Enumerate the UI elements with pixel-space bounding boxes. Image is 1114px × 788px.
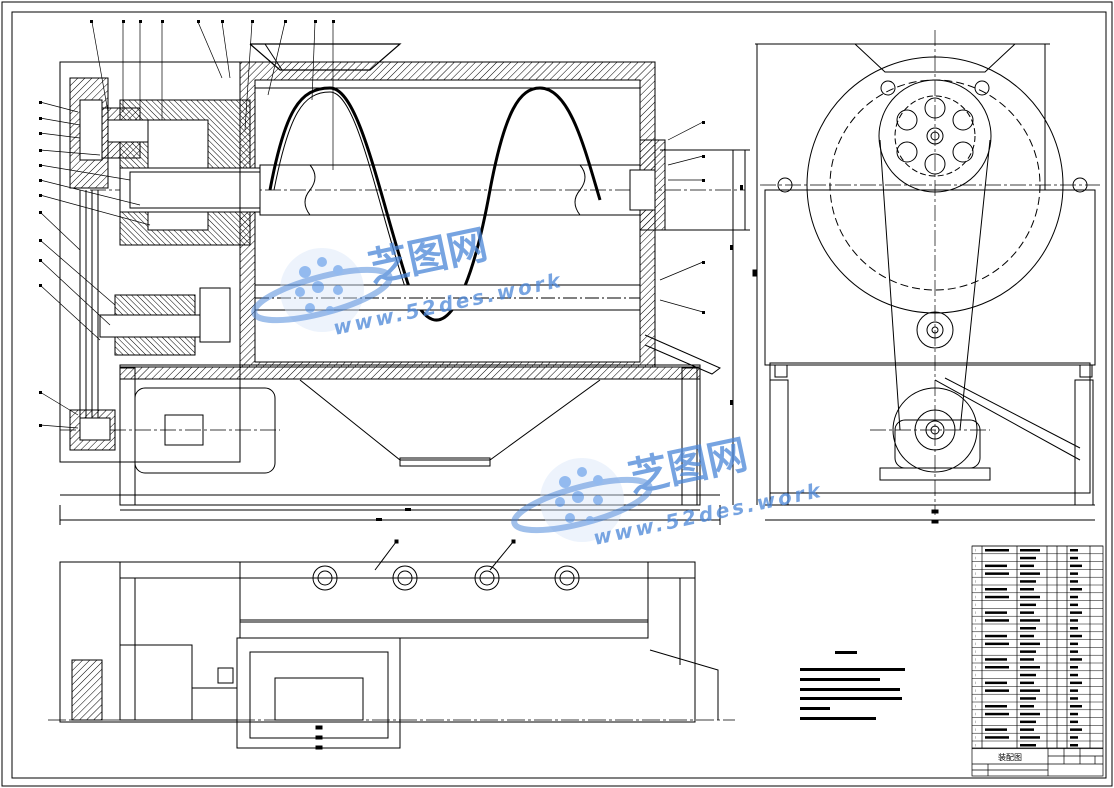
parts-cell-mark	[985, 658, 1007, 661]
parts-list-table	[971, 545, 1104, 777]
parts-cell-mark	[985, 712, 1009, 716]
parts-cell-mark	[1070, 595, 1078, 599]
parts-cell-mark	[985, 595, 1009, 599]
top-view	[48, 539, 735, 750]
parts-cell-mark	[985, 705, 1007, 708]
parts-cell-mark	[1020, 627, 1036, 630]
parts-cell-mark	[1070, 650, 1078, 653]
parts-cell-mark	[1070, 744, 1078, 747]
parts-cell-mark	[985, 549, 1009, 552]
parts-cell-mark	[1070, 697, 1078, 700]
parts-cell-mark	[1070, 642, 1078, 646]
part-balloon-dots	[39, 20, 743, 521]
parts-cell-mark	[985, 689, 1009, 692]
part-balloon-leaders	[39, 21, 704, 429]
parts-cell-mark	[1070, 627, 1078, 630]
parts-cell-mark	[985, 666, 1009, 669]
watermark-globe-icon	[251, 248, 393, 332]
parts-cell-mark	[1070, 556, 1078, 560]
parts-cell-mark	[1070, 658, 1082, 661]
parts-cell-mark	[985, 588, 1007, 591]
parts-cell-mark	[1070, 728, 1082, 731]
parts-cell-mark	[1020, 705, 1034, 708]
parts-cell-mark	[1020, 697, 1036, 700]
parts-cell-mark	[1020, 619, 1040, 622]
parts-cell-mark	[1020, 580, 1036, 583]
parts-cell-mark	[1020, 681, 1034, 685]
parts-cell-mark	[1020, 572, 1040, 575]
parts-list-rows	[972, 545, 1103, 750]
parts-cell-mark	[1020, 720, 1036, 724]
technical-notes	[800, 651, 905, 720]
parts-cell-mark	[1070, 689, 1078, 692]
parts-cell-mark	[985, 611, 1007, 614]
parts-cell-mark	[1070, 681, 1082, 685]
parts-cell-mark	[1020, 603, 1036, 607]
parts-cell-mark	[1070, 603, 1078, 607]
parts-cell-mark	[1020, 595, 1040, 599]
parts-cell-mark	[1070, 611, 1082, 614]
parts-cell-mark	[1070, 634, 1082, 638]
parts-cell-mark	[985, 728, 1007, 731]
parts-cell-mark	[1070, 736, 1078, 739]
title-block	[972, 747, 1103, 776]
parts-cell-mark	[1020, 611, 1034, 614]
parts-cell-mark	[1020, 556, 1036, 560]
parts-cell-mark	[1020, 666, 1040, 669]
parts-cell-mark	[1020, 736, 1040, 739]
parts-cell-mark	[1020, 588, 1034, 591]
watermark-name-bottom: 芝图网	[625, 432, 752, 502]
parts-cell-mark	[1020, 650, 1036, 653]
watermark-globe-icon	[511, 458, 653, 542]
parts-cell-mark	[1070, 588, 1082, 591]
parts-cell-mark	[1070, 580, 1078, 583]
parts-cell-mark	[1020, 549, 1040, 552]
parts-cell-mark	[985, 634, 1007, 638]
parts-cell-mark	[1070, 666, 1078, 669]
parts-cell-mark	[985, 642, 1009, 646]
parts-cell-mark	[985, 572, 1009, 575]
parts-cell-mark	[1070, 564, 1082, 568]
watermark-url-bottom: www.52des.work	[591, 478, 825, 550]
parts-cell-mark	[1020, 689, 1040, 692]
parts-cell-mark	[1070, 549, 1078, 552]
parts-cell-mark	[1070, 673, 1078, 677]
parts-cell-mark	[1070, 619, 1078, 622]
parts-cell-mark	[1070, 572, 1078, 575]
parts-cell-mark	[1020, 728, 1034, 731]
parts-cell-mark	[1070, 705, 1082, 708]
parts-cell-mark	[1020, 658, 1034, 661]
parts-cell-mark	[985, 619, 1009, 622]
parts-cell-mark	[1070, 720, 1078, 724]
parts-cell-mark	[1020, 642, 1040, 646]
parts-cell-mark	[985, 681, 1007, 685]
parts-cell-mark	[1020, 564, 1034, 568]
parts-cell-mark	[1020, 744, 1036, 747]
parts-cell-mark	[985, 736, 1009, 739]
parts-cell-mark	[985, 564, 1007, 568]
title-block-label: 装配图	[998, 752, 1022, 762]
parts-cell-mark	[1020, 712, 1040, 716]
parts-cell-mark	[1020, 673, 1036, 677]
parts-cell-mark	[1070, 712, 1078, 716]
parts-cell-mark	[1020, 634, 1034, 638]
watermark-bottom: 芝图网 www.52des.work	[511, 432, 825, 550]
side-view	[752, 30, 1100, 524]
